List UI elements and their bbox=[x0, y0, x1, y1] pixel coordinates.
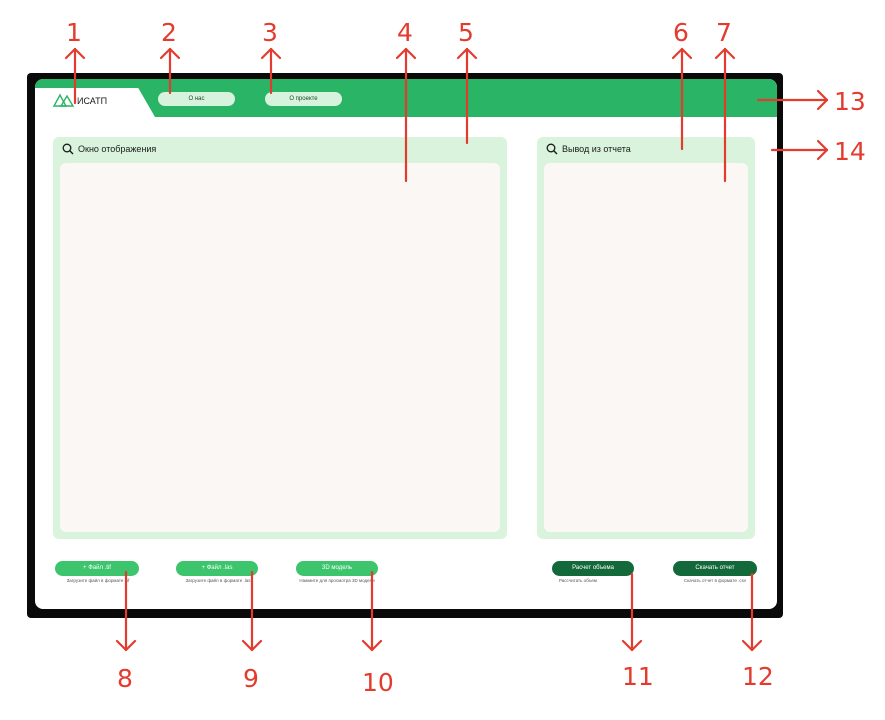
annotation-2: 2 bbox=[161, 18, 177, 47]
annotation-4: 4 bbox=[397, 18, 413, 47]
report-panel-title: Вывод из отчета bbox=[562, 144, 631, 154]
display-panel: Окно отображения bbox=[53, 137, 507, 539]
annotation-6: 6 bbox=[673, 18, 689, 47]
annotation-11: 11 bbox=[622, 662, 654, 691]
calc-volume-hint: Рассчитать объем bbox=[558, 578, 598, 583]
annotation-12: 12 bbox=[742, 662, 774, 691]
annotation-10: 10 bbox=[362, 668, 394, 697]
annotation-7: 7 bbox=[716, 18, 732, 47]
calc-volume-button[interactable]: Расчет объема bbox=[552, 561, 634, 576]
report-panel: Вывод из отчета bbox=[537, 137, 755, 539]
annotation-14: 14 bbox=[834, 137, 866, 166]
annotation-3: 3 bbox=[262, 18, 278, 47]
nav-about-button[interactable]: О нас bbox=[158, 92, 235, 106]
download-report-button[interactable]: Скачать отчет bbox=[673, 561, 757, 576]
annotation-13: 13 bbox=[834, 87, 866, 116]
upload-tif-hint: Загрузите файл в формате .tif bbox=[66, 578, 130, 583]
annotation-9: 9 bbox=[243, 664, 259, 693]
search-icon[interactable] bbox=[546, 143, 558, 155]
model-3d-button[interactable]: 3D модель bbox=[296, 561, 378, 576]
annotation-5: 5 bbox=[458, 18, 474, 47]
search-icon[interactable] bbox=[62, 143, 74, 155]
model-3d-hint: Нажмите для просмотра 3D модели bbox=[299, 578, 375, 583]
download-report-hint: Скачать отчет в формате .csv bbox=[683, 578, 747, 583]
report-output bbox=[544, 163, 748, 532]
logo-text: ИСАТП bbox=[77, 96, 108, 106]
upload-tif-button[interactable]: + Файл .tif bbox=[55, 561, 139, 576]
logo-icon bbox=[53, 93, 75, 107]
annotation-8: 8 bbox=[117, 664, 133, 693]
nav-project-button[interactable]: О проекте bbox=[265, 92, 342, 106]
app-screen: ИСАТП О нас О проекте Окно отображения В… bbox=[35, 79, 777, 609]
annotation-1: 1 bbox=[66, 18, 82, 47]
upload-las-hint: Загрузите файл в формате .las bbox=[185, 578, 251, 583]
display-panel-title: Окно отображения bbox=[78, 144, 157, 154]
display-viewport[interactable] bbox=[60, 163, 500, 532]
upload-las-button[interactable]: + Файл .las bbox=[176, 561, 258, 576]
